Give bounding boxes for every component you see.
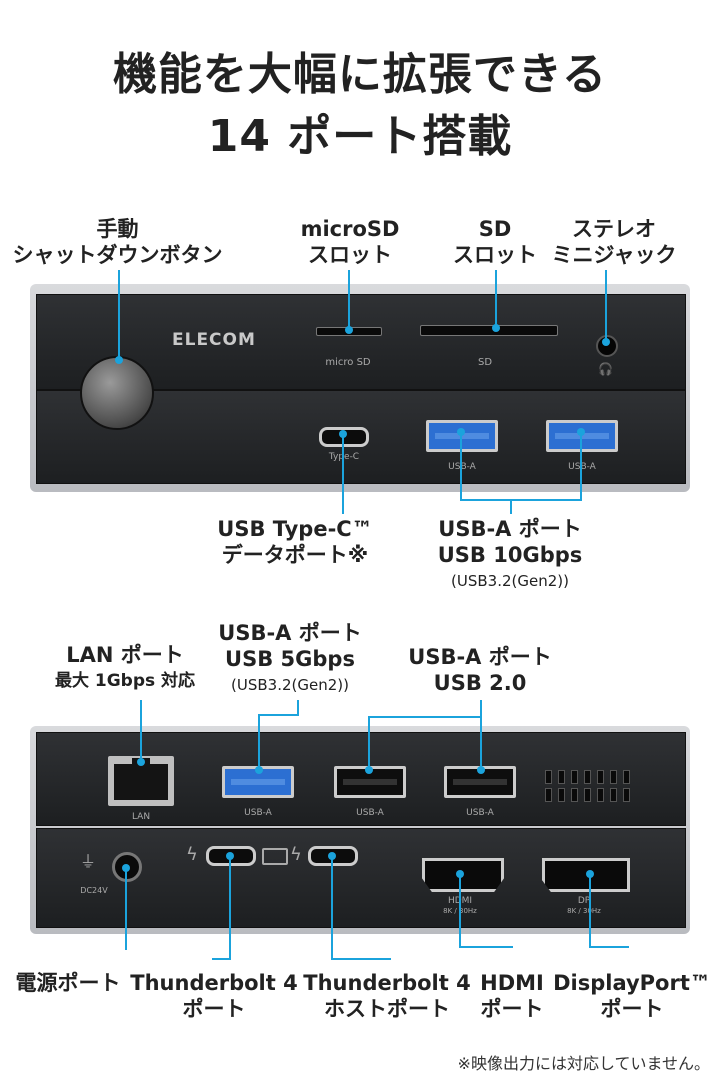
label-shutdown: 手動シャットダウンボタン [12, 217, 223, 267]
callout-dot-power [122, 864, 130, 872]
vent-grille [545, 770, 635, 802]
callout-usba-join [460, 499, 582, 501]
usba1-port-text: USB-A [448, 462, 476, 472]
label-power: 電源ポート [15, 971, 121, 995]
callout-dot-usba1 [457, 428, 465, 436]
callout-usba5 [258, 714, 260, 770]
callout-dp [589, 874, 591, 948]
back-usba2-text: USB-A [356, 808, 384, 818]
dc-text: DC24V [80, 886, 108, 895]
callout-tb4host-foot [331, 958, 391, 960]
thunderbolt-icon-1: ϟ [186, 844, 198, 865]
dp-port-subtext: 8K / 30Hz [567, 907, 601, 915]
headphone-icon: 🎧 [598, 362, 613, 376]
sd-port-text: SD [477, 357, 493, 368]
back-usba-5g-port[interactable] [222, 766, 294, 798]
callout-dot-usb20-2 [477, 766, 485, 774]
callout-usba2 [580, 432, 582, 500]
callout-usba5-join [258, 714, 299, 716]
audio-jack[interactable] [596, 335, 618, 357]
plug-icon: ⏚ [80, 852, 97, 871]
callout-dot-audio [602, 338, 610, 346]
power-port[interactable] [112, 852, 142, 882]
callout-tb4 [229, 856, 231, 960]
callout-power [125, 868, 127, 950]
back-usba1-text: USB-A [244, 808, 272, 818]
callout-usba5-stem [297, 700, 299, 716]
callout-typec [342, 434, 344, 514]
sd-slot[interactable] [420, 325, 558, 336]
dp-port-text: DP [577, 896, 591, 906]
callout-dot-tb4 [226, 852, 234, 860]
laptop-icon [262, 848, 288, 865]
callout-dp-foot [589, 946, 629, 948]
typec-port-text: Type-C [328, 452, 360, 462]
callout-dot-shutdown [115, 356, 123, 364]
callout-dot-sd [492, 324, 500, 332]
callout-dot-dp [586, 870, 594, 878]
shutdown-button[interactable] [80, 356, 154, 430]
callout-shutdown [118, 270, 120, 360]
usba2-port-text: USB-A [568, 462, 596, 472]
microsd-port-text: micro SD [325, 357, 371, 368]
callout-dot-microsd [345, 326, 353, 334]
front-usba-port-2[interactable] [546, 420, 618, 452]
callout-hdmi [459, 874, 461, 948]
back-usba3-text: USB-A [466, 808, 494, 818]
callout-dot-usb20-1 [365, 766, 373, 774]
thunderbolt-icon-2: ϟ [290, 844, 302, 865]
label-audio: ステレオミニジャック [551, 217, 677, 267]
callout-dot-usba5 [255, 766, 263, 774]
brand-logo: ELECOM [172, 330, 256, 350]
label-lan: LAN ポート最大 1Gbps 対応 [54, 643, 196, 691]
callout-tb4host [331, 856, 333, 960]
callout-dot-tb4host [328, 852, 336, 860]
callout-sd [495, 270, 497, 328]
callout-usb20-2 [480, 700, 482, 770]
callout-usb20-1 [368, 716, 370, 770]
callout-usb20-join [368, 716, 482, 718]
callout-audio [605, 270, 607, 342]
lan-port-text: LAN [131, 812, 151, 822]
callout-usba-stem [510, 499, 512, 514]
callout-usba1 [460, 432, 462, 500]
footnote: ※映像出力には対応していません。 [457, 1054, 710, 1073]
callout-dot-typec [339, 430, 347, 438]
headline-line2: 14 ポート搭載 [207, 111, 513, 162]
callout-dot-lan [137, 758, 145, 766]
callout-lan [140, 700, 142, 762]
callout-dot-hdmi [456, 870, 464, 878]
front-usba-port-1[interactable] [426, 420, 498, 452]
callout-microsd [348, 270, 350, 330]
callout-dot-usba2 [577, 428, 585, 436]
callout-hdmi-foot [459, 946, 513, 948]
callout-tb4-foot [212, 958, 231, 960]
headline-line1: 機能を大幅に拡張できる [112, 49, 608, 100]
